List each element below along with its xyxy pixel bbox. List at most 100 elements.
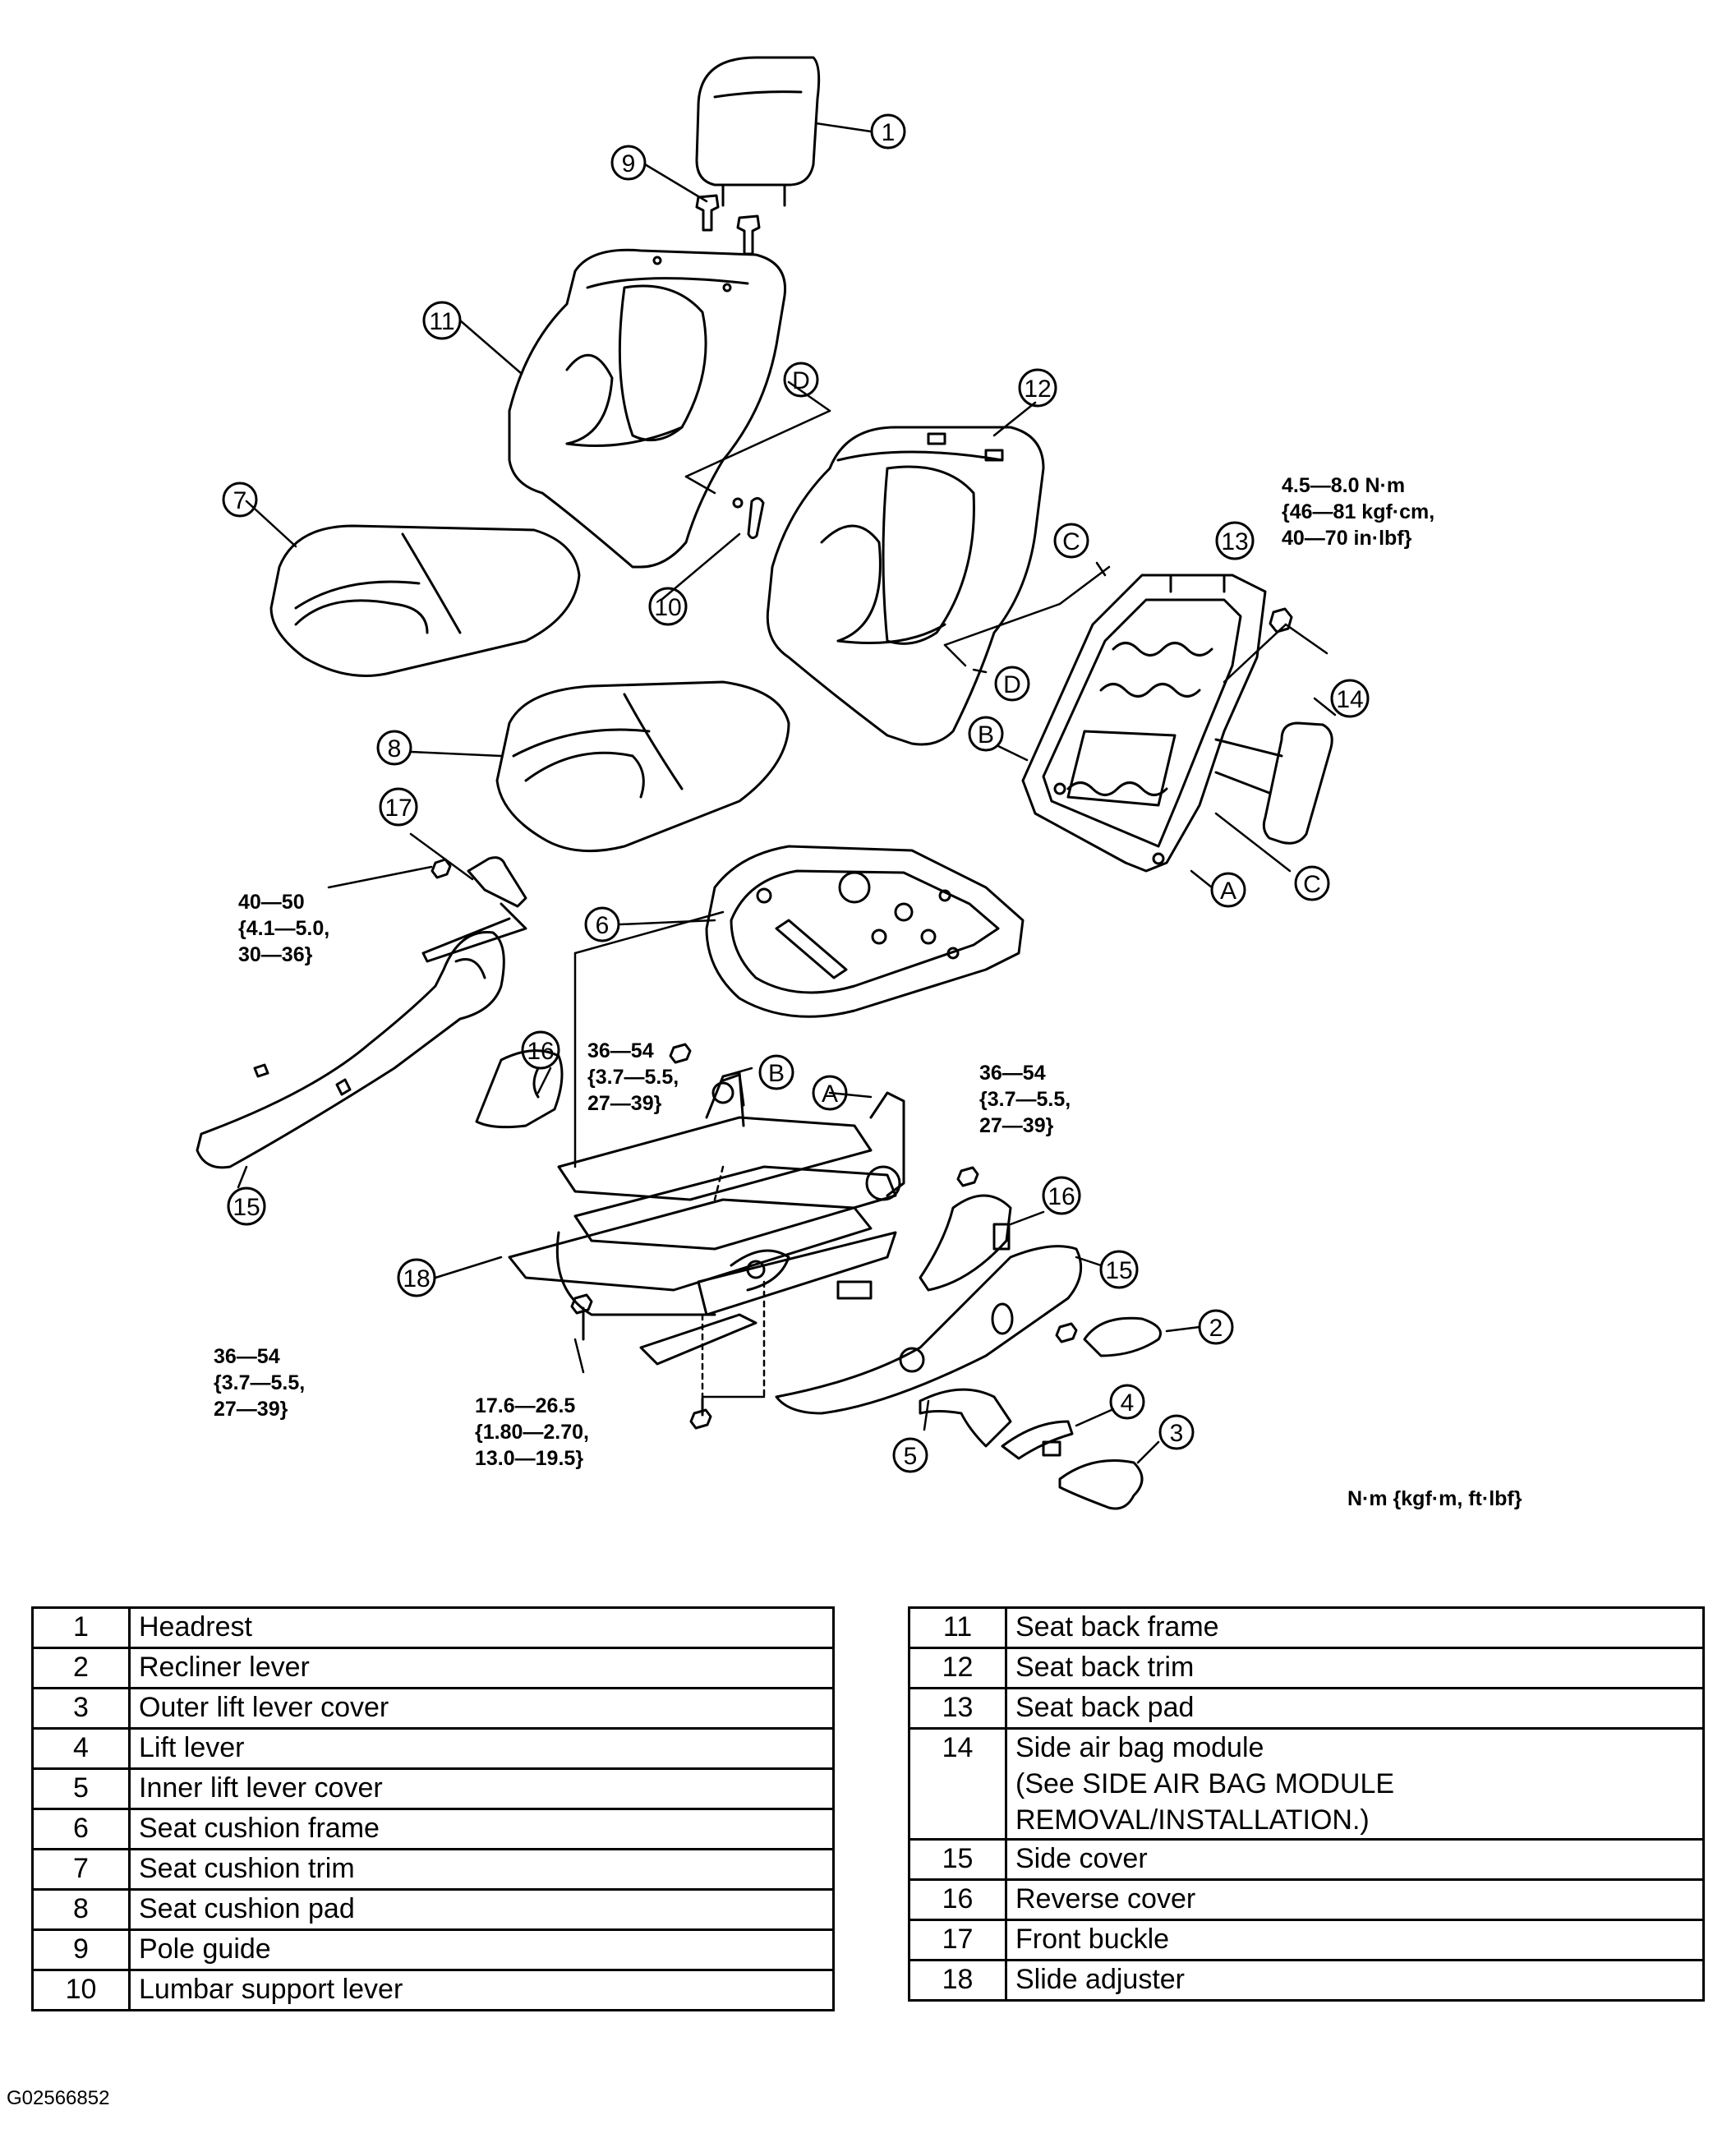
letter-callout-d-upper: D: [783, 362, 819, 398]
torque-adjuster-left: 36—54 {3.7—5.5, 27—39}: [587, 1039, 679, 1115]
svg-text:16: 16: [527, 1038, 554, 1065]
exploded-seat-diagram: 1 2 3 4 5 6 7 8 9 10 11 12: [196, 56, 1370, 1510]
part-number: 11: [908, 1606, 1007, 1649]
part-name: Inner lift lever cover: [128, 1767, 835, 1810]
callout-13: 13: [1215, 521, 1255, 560]
part-name: Seat back pad: [1005, 1687, 1705, 1730]
seat-cushion-trim-drawing: [269, 524, 581, 677]
callout-16-right: 16: [1042, 1176, 1081, 1215]
part-name: Seat back trim: [1005, 1647, 1705, 1689]
svg-text:18: 18: [403, 1265, 430, 1292]
part-number: 17: [908, 1919, 1007, 1961]
callout-5: 5: [892, 1437, 928, 1473]
part-number: 13: [908, 1687, 1007, 1730]
seatback-nut-drawing: [1269, 607, 1293, 634]
letter-callout-d-lower: D: [994, 666, 1030, 702]
part-name: Front buckle: [1005, 1919, 1705, 1961]
svg-text:1: 1: [882, 119, 896, 146]
part-number: 3: [31, 1687, 131, 1730]
side-air-bag-module-drawing: [1214, 721, 1333, 845]
part-name: Outer lift lever cover: [128, 1687, 835, 1730]
callout-1: 1: [870, 113, 906, 150]
part-name: Recliner lever: [128, 1647, 835, 1689]
letter-callout-b-adjuster: B: [758, 1054, 794, 1090]
part-number: 2: [31, 1647, 131, 1689]
front-buckle-drawing: [421, 856, 527, 963]
part-name: Reverse cover: [1005, 1878, 1705, 1921]
slide-adjuster-drawing: [508, 1071, 905, 1366]
callout-11: 11: [422, 301, 462, 340]
part-name: Seat cushion frame: [128, 1808, 835, 1850]
part-name: Headrest: [128, 1606, 835, 1649]
figure-id: G02566852: [7, 2087, 110, 2109]
part-name: Lumbar support lever: [128, 1969, 835, 2011]
svg-text:B: B: [768, 1060, 785, 1087]
callout-10: 10: [648, 587, 688, 626]
torque-slide-front: 36—54 {3.7—5.5, 27—39}: [214, 1345, 306, 1421]
part-name: Seat cushion pad: [128, 1888, 835, 1931]
part-name: Seat cushion trim: [128, 1848, 835, 1891]
part-number: 14: [908, 1727, 1007, 1841]
seat-back-trim-drawing: [766, 426, 1045, 746]
callout-9: 9: [610, 145, 647, 181]
svg-text:3: 3: [1170, 1420, 1184, 1447]
letter-callout-a-adjuster: A: [812, 1075, 848, 1111]
letter-callout-a-frame: A: [1210, 872, 1246, 908]
callout-14: 14: [1330, 679, 1370, 718]
svg-text:17: 17: [384, 795, 412, 822]
lift-lever-drawing: [1001, 1420, 1074, 1460]
letter-callout-c-lower: C: [1294, 865, 1330, 901]
svg-text:A: A: [1220, 878, 1236, 905]
svg-text:2: 2: [1209, 1315, 1223, 1342]
callout-16-left: 16: [521, 1030, 560, 1070]
part-number: 9: [31, 1928, 131, 1971]
svg-text:7: 7: [233, 487, 247, 514]
svg-text:D: D: [1003, 671, 1021, 698]
svg-text:13: 13: [1221, 528, 1248, 555]
seat-back-frame-drawing: [508, 248, 787, 569]
callout-8: 8: [376, 730, 412, 766]
svg-text:8: 8: [388, 735, 402, 763]
svg-text:15: 15: [1105, 1257, 1132, 1284]
letter-callout-c-upper: C: [1053, 523, 1089, 559]
recliner-lever-drawing: [1083, 1316, 1162, 1357]
part-name: Seat back frame: [1005, 1606, 1705, 1649]
pole-guide-drawing: [695, 194, 761, 256]
right-side-cover-drawing: [775, 1245, 1083, 1415]
right-reverse-cover-drawing: [919, 1194, 1012, 1292]
bolts-drawing: [570, 1043, 1078, 1430]
callout-3: 3: [1158, 1414, 1195, 1450]
svg-text:12: 12: [1024, 376, 1051, 403]
svg-text:16: 16: [1048, 1183, 1075, 1210]
part-number: 1: [31, 1606, 131, 1649]
svg-text:11: 11: [429, 308, 454, 335]
part-name: Slide adjuster: [1005, 1959, 1705, 2002]
part-name: Side cover: [1005, 1838, 1705, 1881]
callout-15-left: 15: [227, 1186, 266, 1226]
part-number: 5: [31, 1767, 131, 1810]
part-name: Pole guide: [128, 1928, 835, 1971]
svg-text:6: 6: [596, 912, 610, 939]
svg-text:C: C: [1062, 528, 1080, 555]
callout-6: 6: [584, 906, 620, 942]
left-side-cover-drawing: [196, 931, 505, 1169]
svg-text:B: B: [978, 721, 994, 749]
part-name: Side air bag module (See SIDE AIR BAG MO…: [1005, 1727, 1705, 1841]
part-number: 4: [31, 1727, 131, 1770]
callout-4: 4: [1109, 1384, 1145, 1420]
